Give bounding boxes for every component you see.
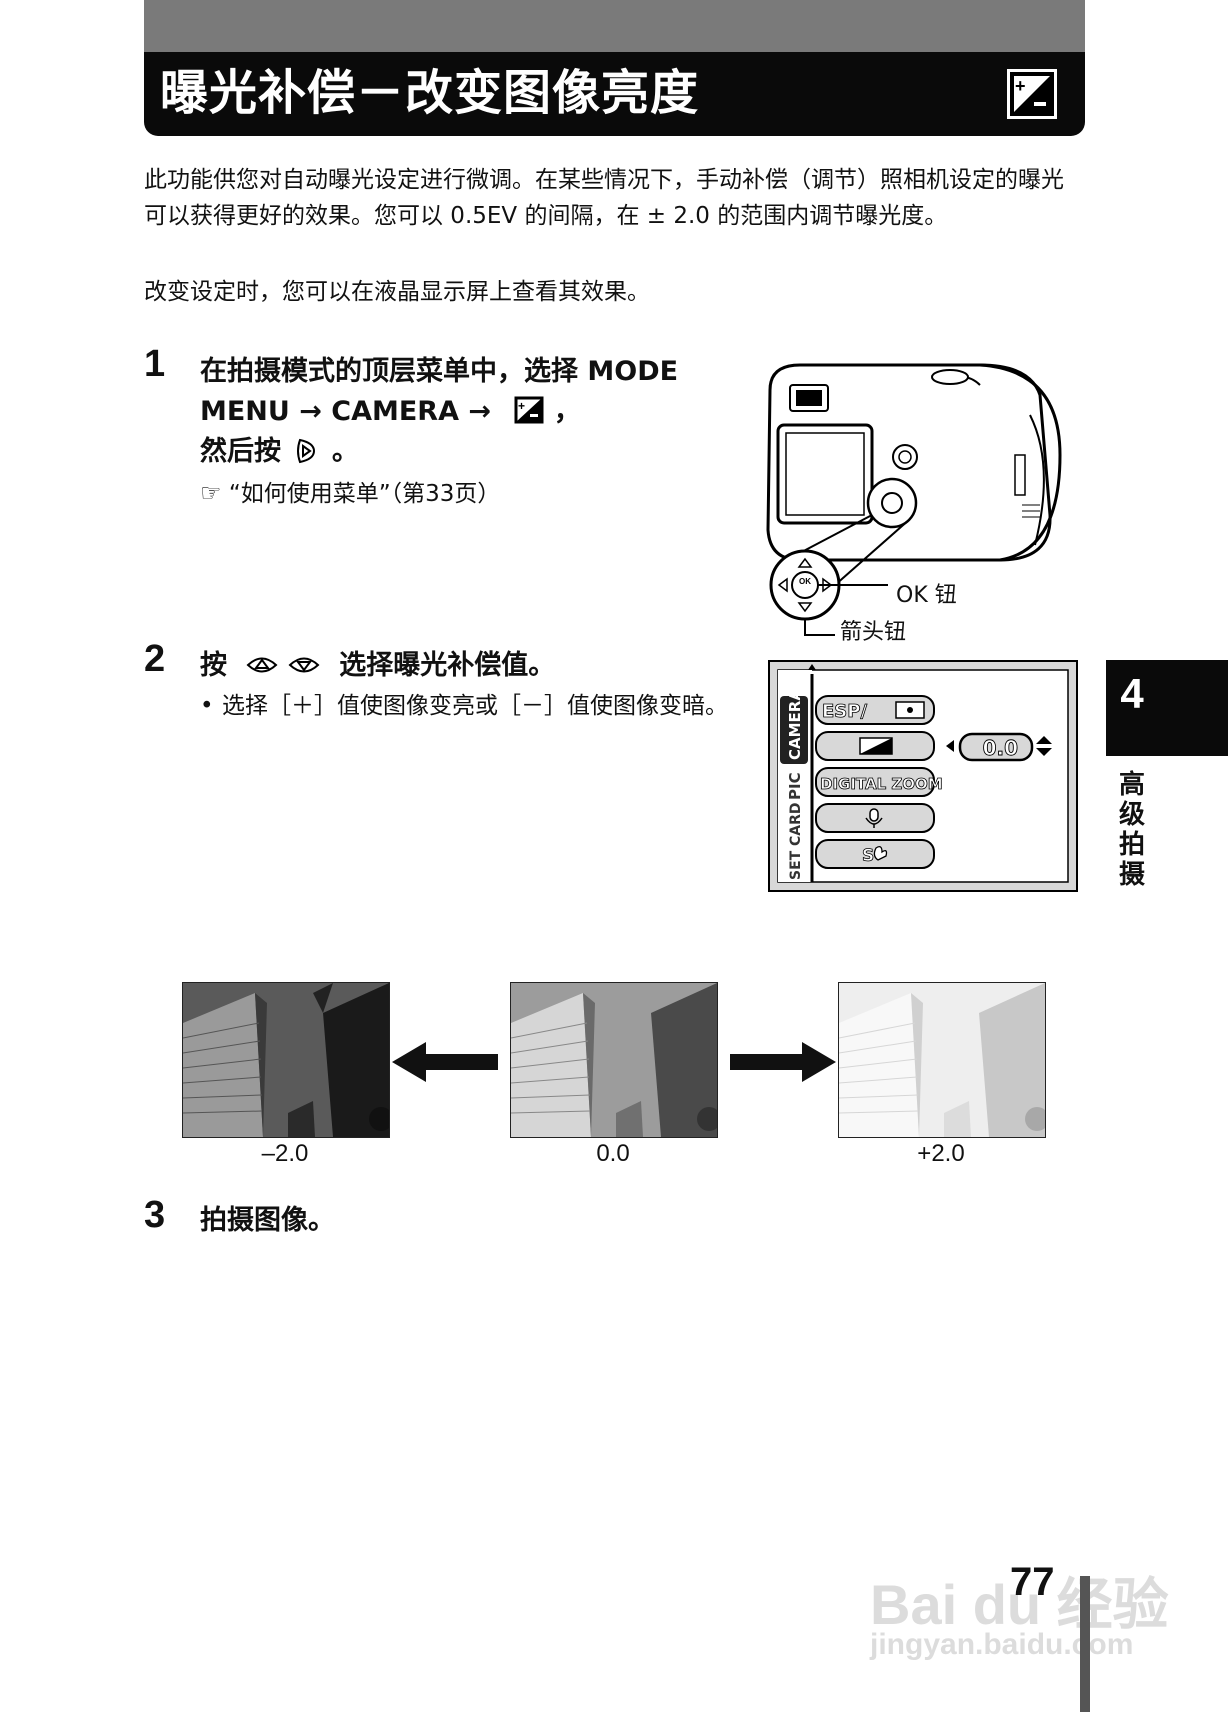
sample-caption-zero: 0.0 bbox=[596, 1140, 630, 1167]
header-top-bar bbox=[144, 0, 1085, 52]
watermark-url: jingyan.baidu.com bbox=[870, 1628, 1134, 1661]
menu-tab-pic: PIC bbox=[786, 772, 804, 800]
ok-button-label: OK 钮 bbox=[896, 583, 957, 608]
exposure-value: 0.0 bbox=[983, 736, 1018, 760]
arrow-right-icon bbox=[730, 1042, 836, 1082]
menu-item-digital-zoom: DIGITAL ZOOM bbox=[820, 775, 943, 793]
intro-note: 改变设定时，您可以在液晶显示屏上查看其效果。 bbox=[144, 279, 650, 305]
watermark-brand: Bai du 经验 bbox=[870, 1573, 1169, 1636]
arrow-left-icon bbox=[392, 1042, 498, 1082]
reference-hand-icon: ☞ bbox=[200, 479, 222, 507]
step-1-text: 在拍摄模式的顶层菜单中，选择 MODE MENU → CAMERA → + ， … bbox=[200, 352, 740, 472]
sample-caption-minus: –2.0 bbox=[261, 1140, 309, 1167]
menu-tab-card: CARD bbox=[788, 802, 804, 846]
sample-photo-dark bbox=[182, 982, 390, 1138]
step-3-number: 3 bbox=[144, 1194, 166, 1236]
svg-text:+: + bbox=[1015, 76, 1026, 96]
microphone-icon bbox=[865, 808, 883, 828]
sample-photo-bright bbox=[838, 982, 1046, 1138]
intro-paragraph: 此功能供您对自动曝光设定进行微调。在某些情况下，手动补偿（调节）照相机设定的曝光… bbox=[144, 167, 1064, 229]
step-1-number: 1 bbox=[144, 343, 166, 385]
exposure-compensation-icon bbox=[859, 737, 893, 755]
menu-tab-camera: CAMERA bbox=[786, 689, 804, 760]
step-1-menu-path: MENU → CAMERA → bbox=[200, 396, 491, 427]
macro-flower-icon bbox=[873, 846, 888, 861]
step-1-reference: ☞ “如何使用菜单”（第33页） bbox=[200, 479, 501, 507]
ok-glyph: OK bbox=[799, 577, 811, 586]
chapter-label: 高级拍摄 bbox=[1118, 770, 1145, 890]
menu-screen-illustration: CAMERA PIC CARD SET ESP/ DIGITAL ZOOM S … bbox=[768, 660, 1078, 892]
menu-tab-set: SET bbox=[788, 850, 804, 880]
step-2-bullet: • 选择［＋］值使图像变亮或［－］值使图像变暗。 bbox=[200, 693, 728, 719]
header-bar bbox=[144, 52, 1085, 136]
step-2-number: 2 bbox=[144, 638, 166, 680]
step-3-text: 拍摄图像。 bbox=[200, 1205, 335, 1236]
down-arrow-button-icon bbox=[288, 657, 320, 673]
camera-illustration: OK bbox=[766, 363, 1062, 636]
svg-text:+: + bbox=[518, 399, 525, 413]
page-number: 77 bbox=[1010, 1560, 1055, 1604]
up-arrow-button-icon bbox=[246, 657, 278, 673]
page-title: 曝光补偿－改变图像亮度 bbox=[160, 65, 700, 121]
step-2-text: 按 选择曝光补偿值。 bbox=[200, 650, 556, 681]
step-1-line3: 然后按 。 bbox=[200, 436, 359, 467]
menu-item-esp: ESP/ bbox=[822, 701, 867, 722]
exposure-compensation-icon: + bbox=[514, 396, 544, 424]
step-1-line2: MENU → CAMERA → + ， bbox=[200, 396, 581, 427]
exposure-compensation-icon: + bbox=[1007, 69, 1057, 119]
arrow-button-label: 箭头钮 bbox=[840, 620, 907, 645]
chapter-tab bbox=[1106, 660, 1228, 756]
step-1-line1: 在拍摄模式的顶层菜单中，选择 MODE bbox=[200, 356, 679, 387]
sample-photo-normal bbox=[510, 982, 718, 1138]
chapter-number: 4 bbox=[1120, 670, 1144, 717]
right-arrow-button-icon bbox=[297, 438, 316, 464]
sample-caption-plus: +2.0 bbox=[917, 1140, 965, 1167]
menu-item-super-macro: S bbox=[862, 846, 874, 866]
page-bar bbox=[1080, 1576, 1090, 1712]
